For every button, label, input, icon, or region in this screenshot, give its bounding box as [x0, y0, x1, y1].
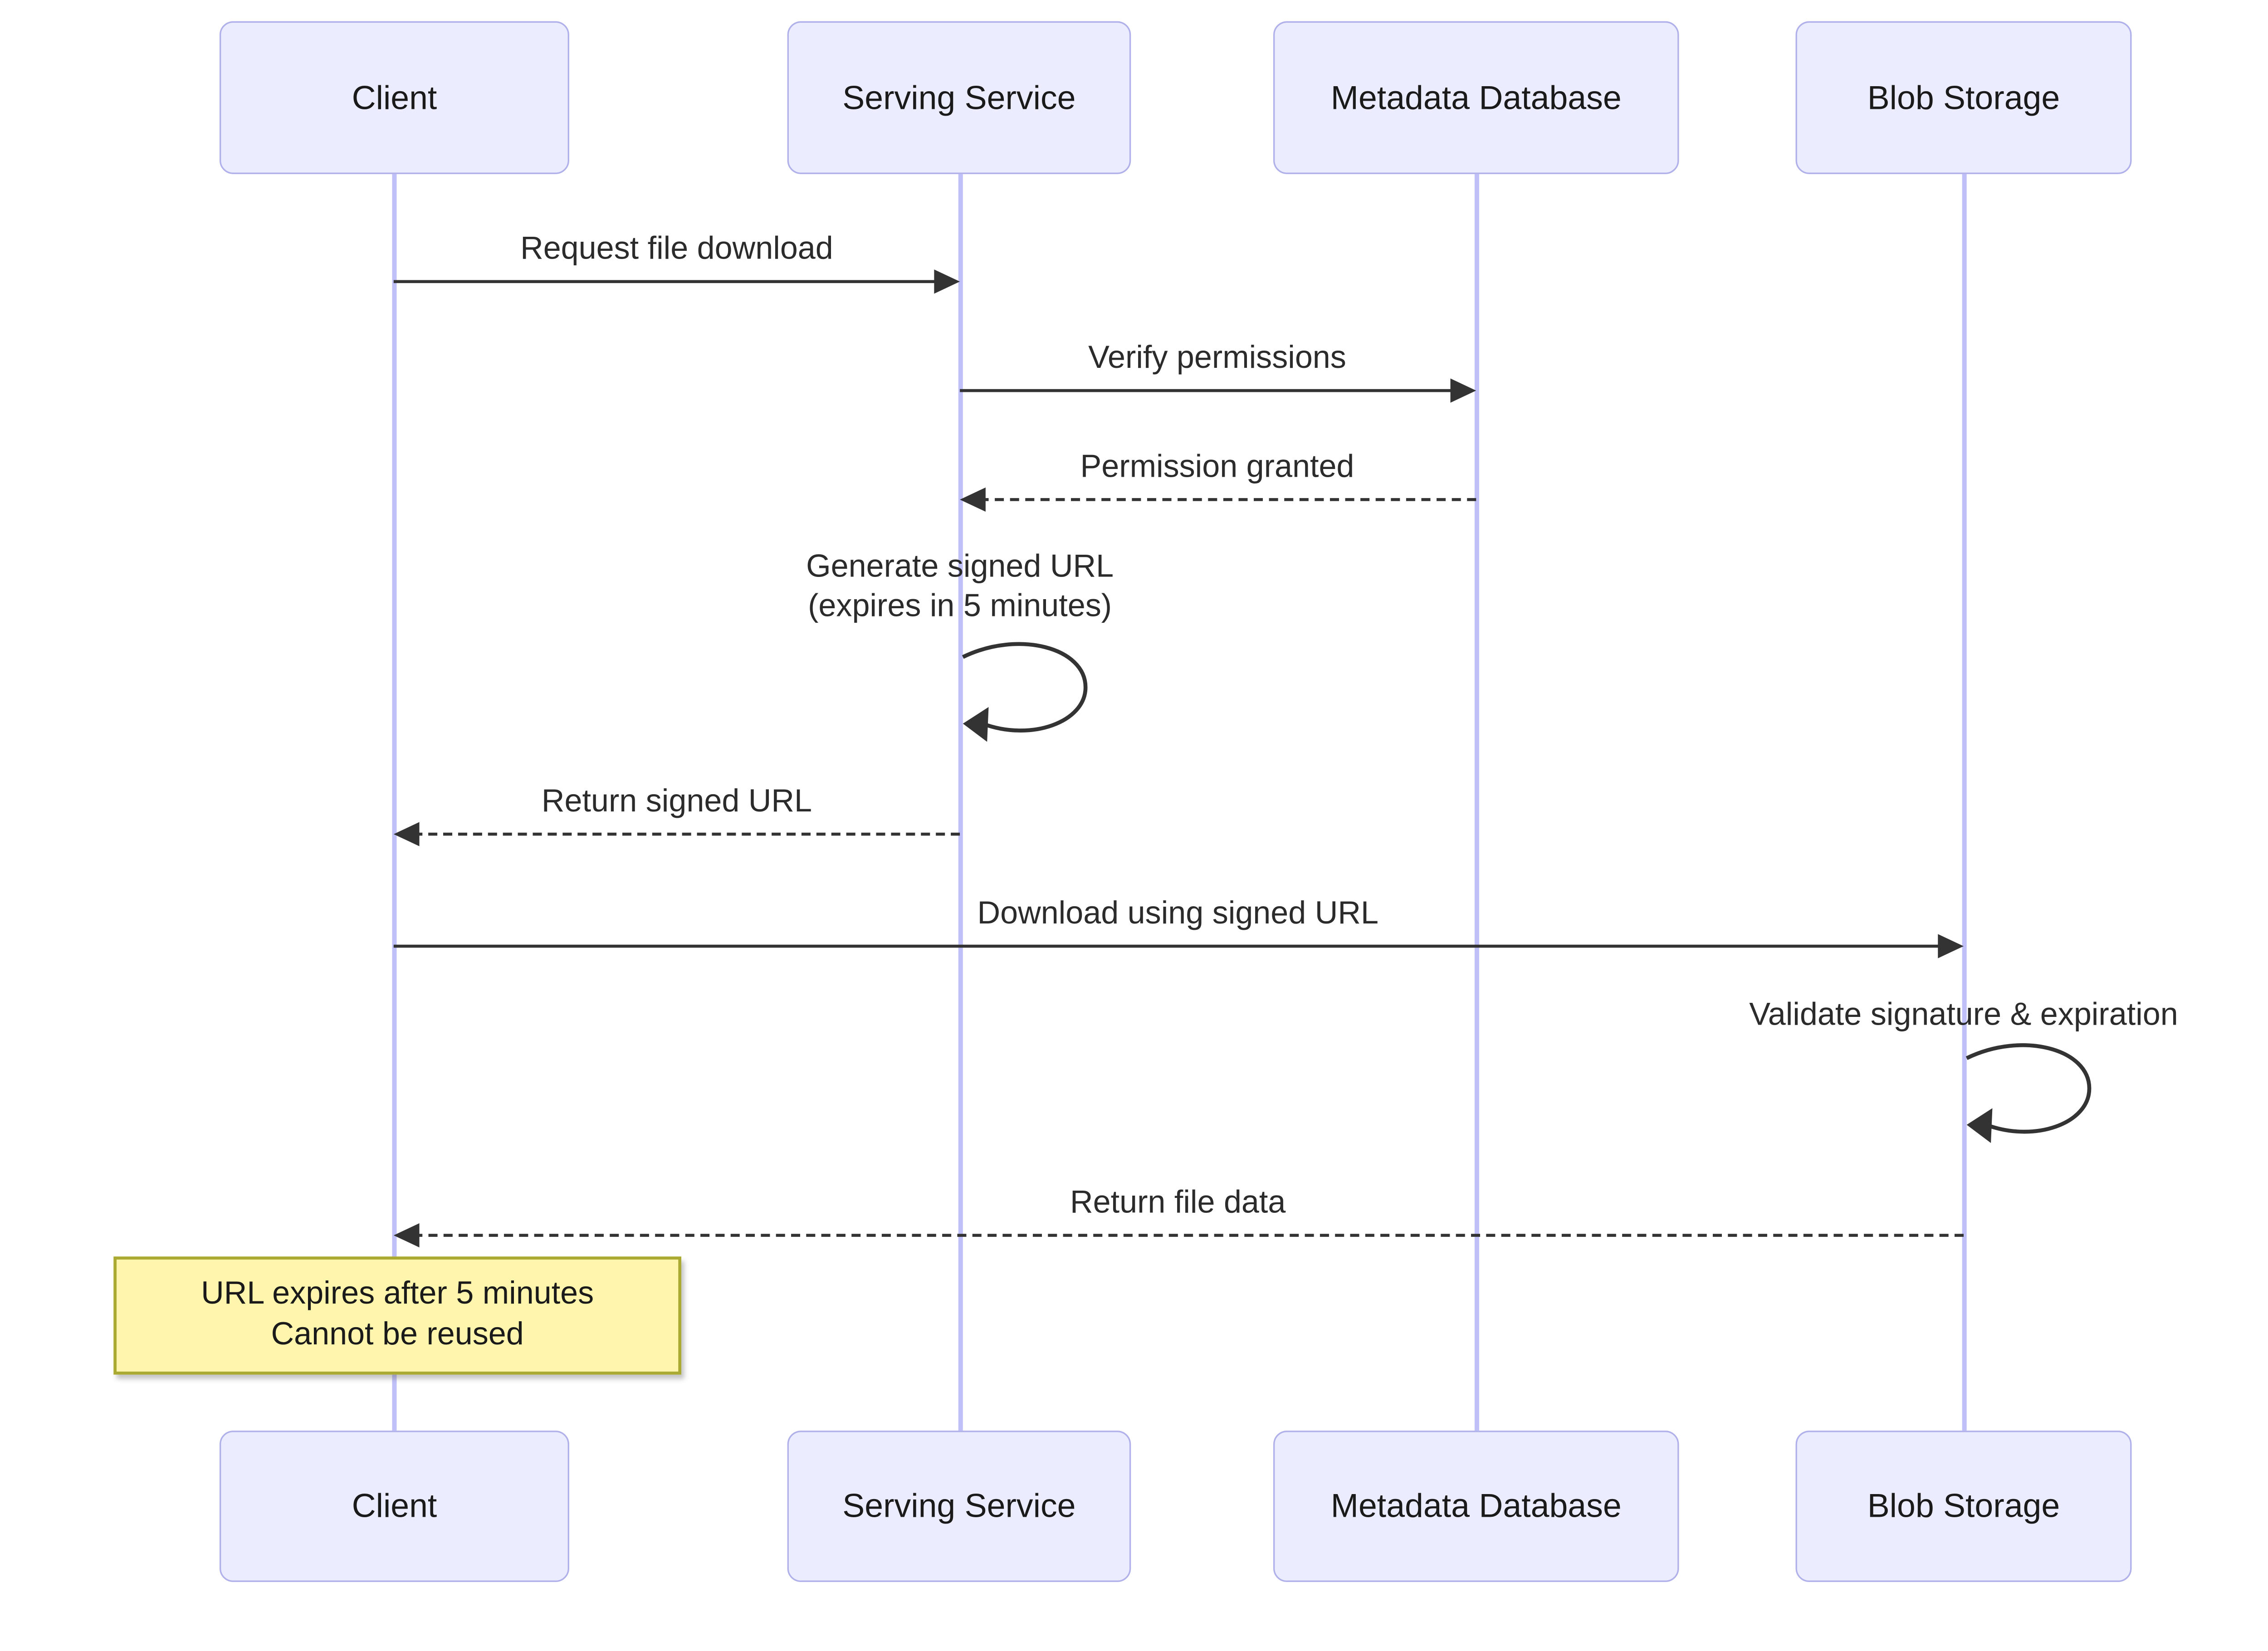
actor-bottom-metadata-database: Metadata Database: [1273, 1431, 1679, 1582]
message-label-line: Validate signature & expiration: [1749, 997, 2178, 1033]
message-label-line: (expires in 5 minutes): [808, 589, 1112, 624]
note-line: Cannot be reused: [271, 1317, 524, 1352]
actor-label: Blob Storage: [1867, 78, 2060, 116]
actor-bottom-serving-service: Serving Service: [787, 1431, 1131, 1582]
actor-top-serving-service: Serving Service: [787, 21, 1131, 174]
lifeline-metadata-database: [1474, 174, 1479, 1431]
actor-top-metadata-database: Metadata Database: [1273, 21, 1679, 174]
arrowhead-right-icon: [934, 269, 960, 294]
lifeline-serving-service: [958, 174, 963, 1431]
arrow-shaft: [960, 388, 1457, 392]
message-label-line: Generate signed URL: [806, 549, 1114, 585]
actor-label: Client: [352, 78, 437, 116]
arrow-shaft: [393, 279, 940, 283]
self-loop-arrow-generate-signed-url: [962, 642, 1088, 742]
arrowhead-left-icon: [963, 707, 989, 742]
arrowhead-left-icon: [960, 487, 986, 512]
arrowhead-right-icon: [1450, 378, 1476, 403]
actor-label: Metadata Database: [1330, 1486, 1622, 1525]
lifeline-client: [391, 174, 396, 1431]
message-label-permission-granted: Permission granted: [1080, 449, 1354, 485]
arrowhead-right-icon: [1938, 934, 1964, 958]
arrow-shaft: [413, 832, 960, 835]
lifeline-blob-storage: [1961, 174, 1966, 1431]
actor-bottom-blob-storage: Blob Storage: [1795, 1431, 2132, 1582]
actor-bottom-client: Client: [219, 1431, 569, 1582]
message-label-validate-signature: Validate signature & expiration: [1661, 996, 2266, 1036]
arrow-shaft: [413, 1233, 1964, 1236]
actor-label: Metadata Database: [1330, 78, 1622, 116]
actor-label: Client: [352, 1486, 437, 1525]
message-label-generate-signed-url: Generate signed URL (expires in 5 minute…: [733, 548, 1187, 627]
actor-top-client: Client: [219, 21, 569, 174]
message-label-verify-permissions: Verify permissions: [1088, 340, 1346, 376]
message-label-download-using-signed-url: Download using signed URL: [977, 896, 1378, 931]
arrow-shaft: [393, 944, 1944, 948]
actor-label: Serving Service: [842, 78, 1076, 116]
arrowhead-left-icon: [393, 1223, 420, 1248]
message-label-request-file-download: Request file download: [520, 231, 833, 267]
actor-label: Serving Service: [842, 1486, 1076, 1525]
note-line: URL expires after 5 minutes: [201, 1276, 594, 1311]
arrow-shaft: [979, 498, 1476, 501]
actor-top-blob-storage: Blob Storage: [1795, 21, 2132, 174]
actor-label: Blob Storage: [1867, 1486, 2060, 1525]
message-label-return-file-data: Return file data: [1070, 1185, 1286, 1221]
arrowhead-left-icon: [393, 822, 420, 846]
message-label-return-signed-url: Return signed URL: [541, 784, 812, 819]
arrowhead-left-icon: [1966, 1108, 1993, 1143]
self-loop-arrow-validate-signature: [1965, 1043, 2092, 1143]
note-url-expiry: URL expires after 5 minutes Cannot be re…: [113, 1256, 681, 1375]
